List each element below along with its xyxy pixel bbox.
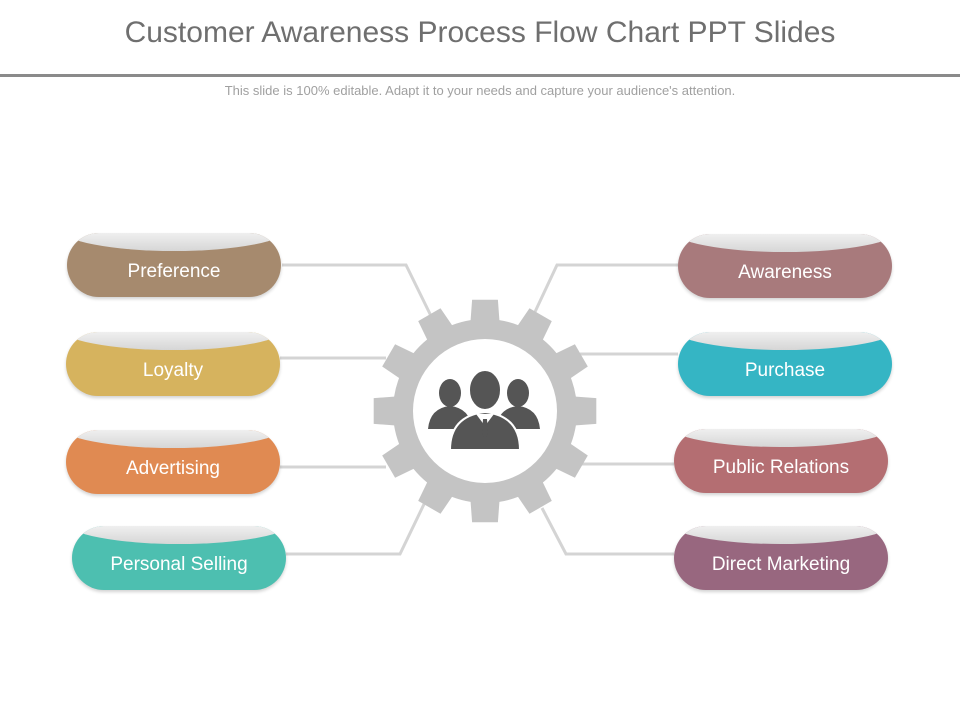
title-divider (0, 74, 960, 77)
item-personal-selling[interactable]: Personal Selling (72, 526, 286, 590)
item-label: Awareness (738, 262, 832, 283)
item-direct-marketing[interactable]: Direct Marketing (674, 526, 888, 590)
connector-awareness (532, 263, 678, 315)
connector-direct-marketing (540, 507, 674, 556)
item-loyalty[interactable]: Loyalty (66, 332, 280, 396)
team-people-icon (428, 369, 540, 451)
item-label: Loyalty (142, 360, 204, 381)
item-awareness[interactable]: Awareness (678, 234, 892, 298)
item-label: Personal Selling (110, 554, 248, 575)
slide-subtitle: This slide is 100% editable. Adapt it to… (224, 83, 736, 98)
slide-title: Customer Awareness Process Flow Chart PP… (124, 16, 836, 49)
gear-icon (373, 299, 597, 523)
item-preference[interactable]: Preference (67, 233, 281, 297)
connector-preference (282, 263, 434, 319)
item-advertising[interactable]: Advertising (66, 430, 280, 494)
item-label: Preference (127, 261, 221, 282)
item-label: Advertising (126, 458, 220, 479)
item-label: Direct Marketing (711, 554, 851, 575)
item-label: Public Relations (712, 457, 850, 478)
item-purchase[interactable]: Purchase (678, 332, 892, 396)
item-label: Purchase (744, 360, 826, 381)
item-public-relations[interactable]: Public Relations (674, 429, 888, 493)
connector-personal-selling (286, 499, 428, 556)
